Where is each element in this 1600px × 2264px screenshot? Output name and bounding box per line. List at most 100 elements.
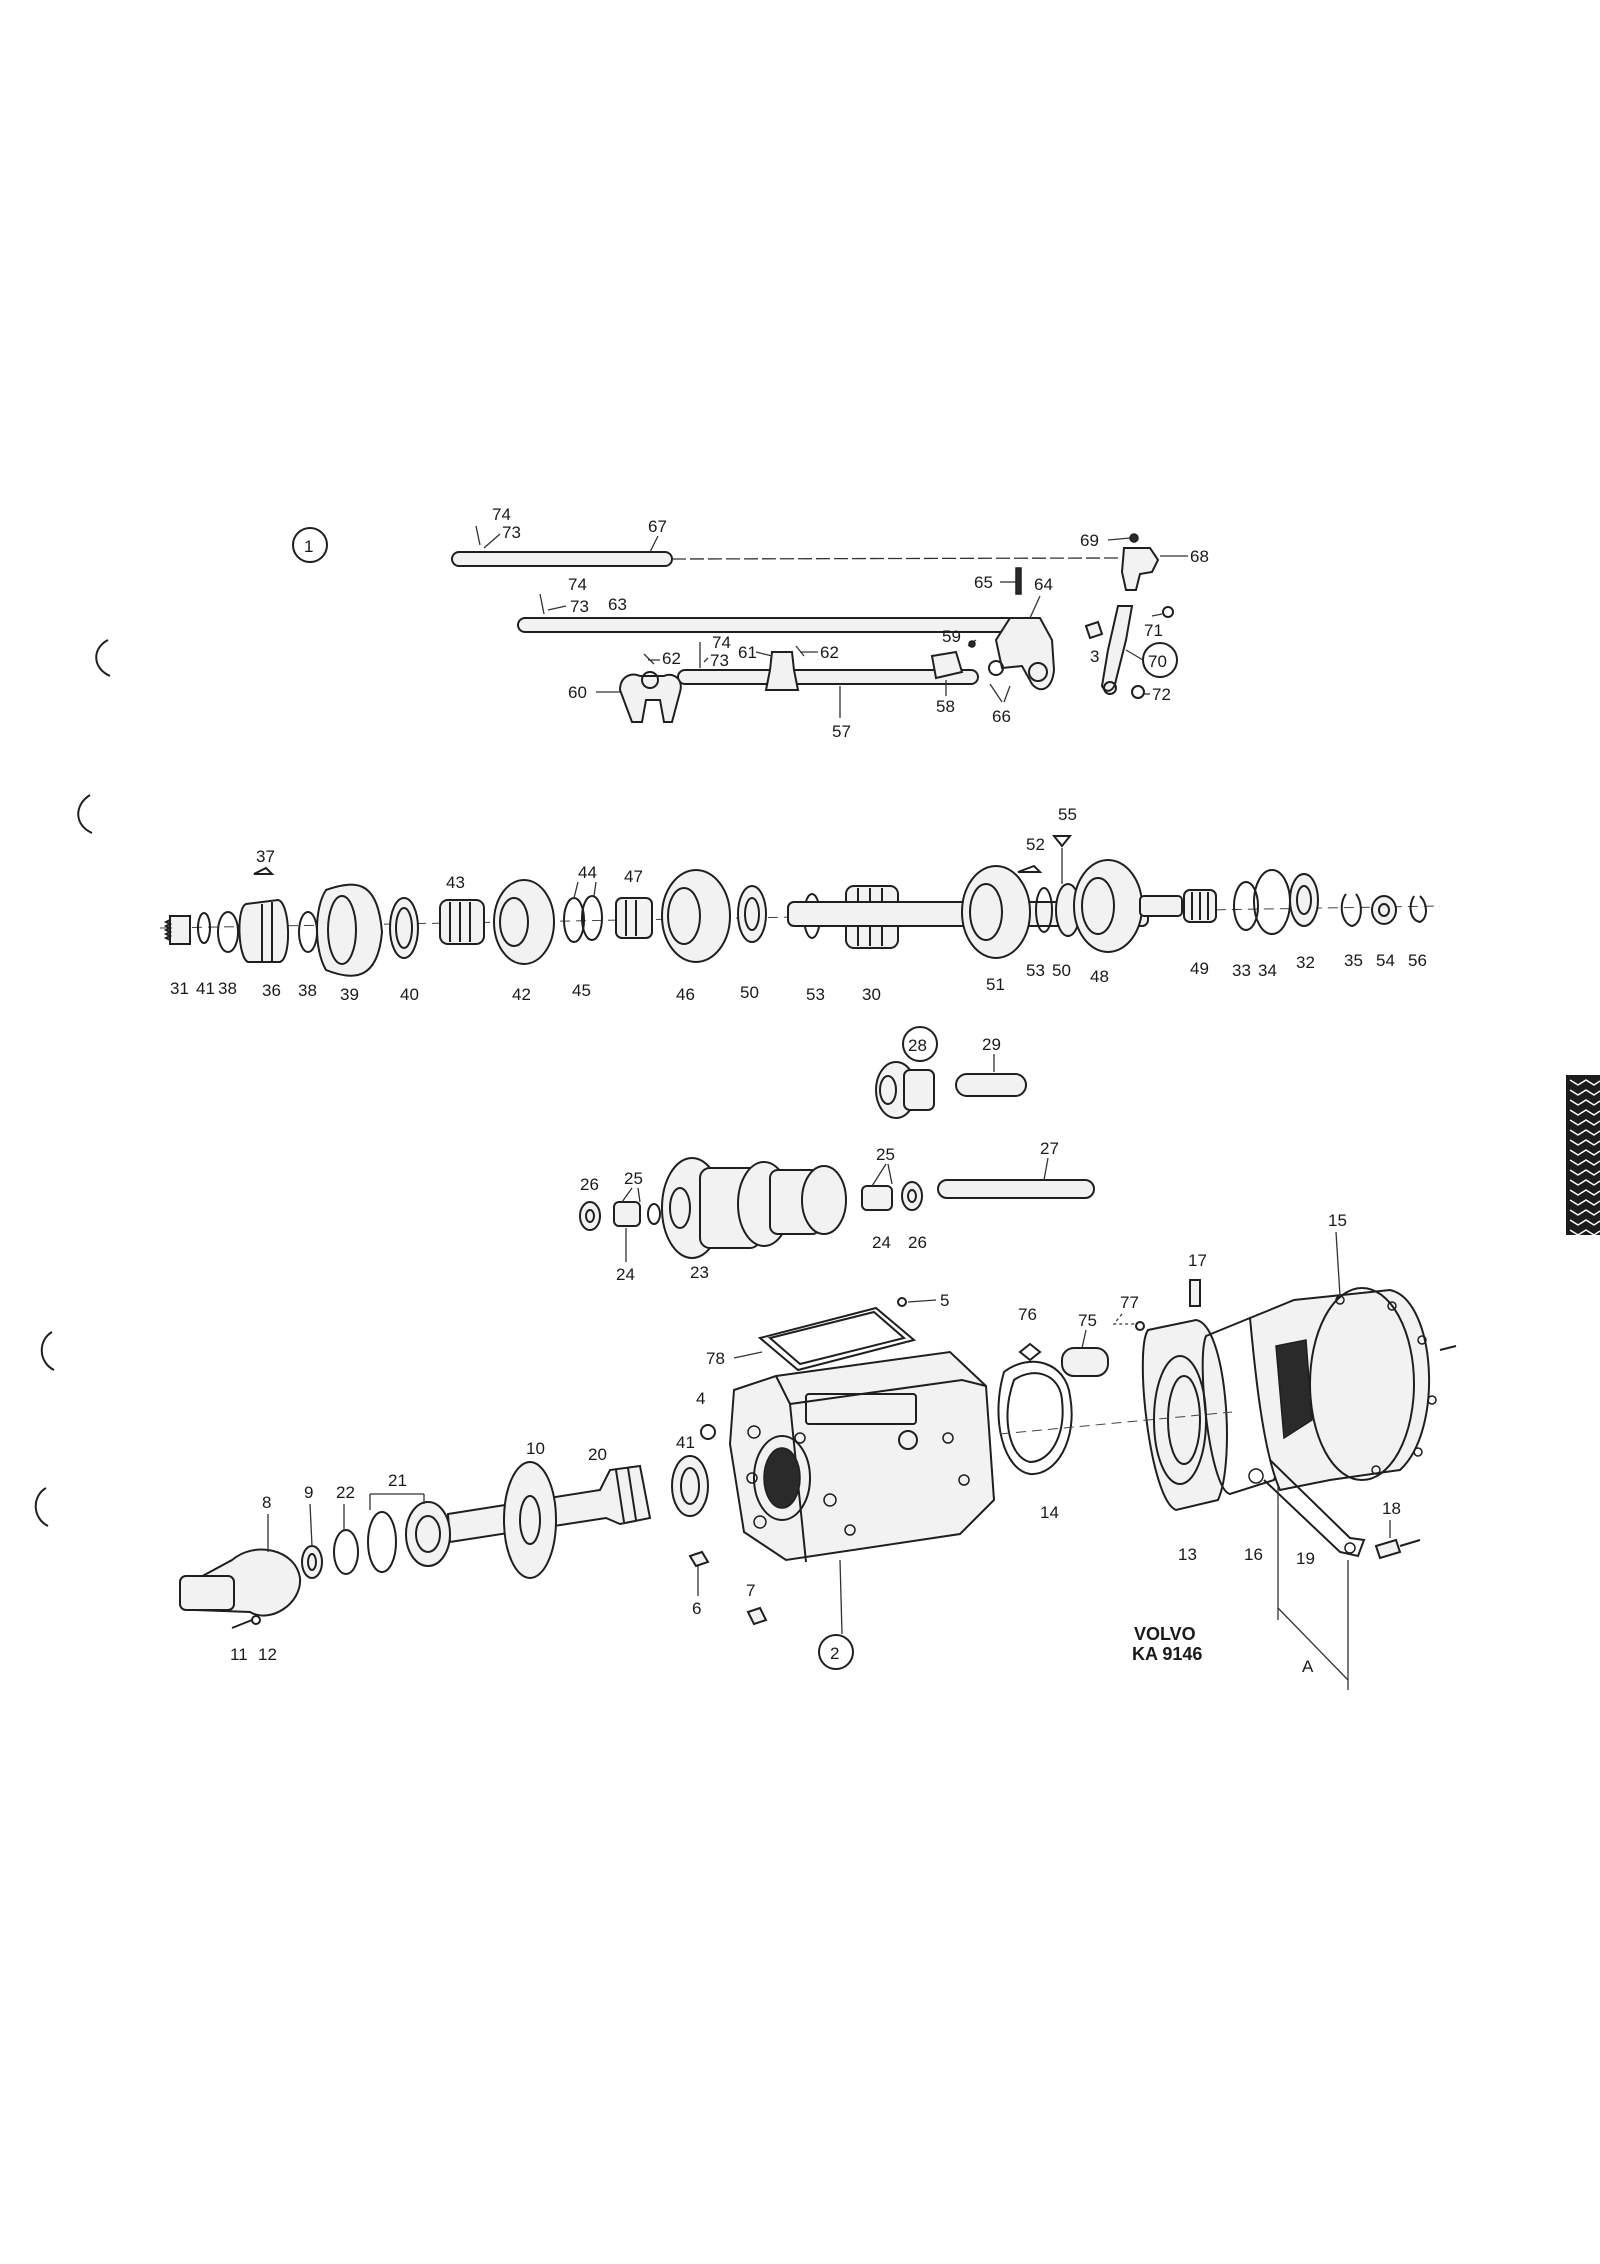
- label-36: 36: [262, 981, 281, 1000]
- plug-4: [700, 1424, 716, 1440]
- label-25b: 25: [876, 1145, 895, 1164]
- label-8: 8: [262, 1493, 271, 1512]
- label-47: 47: [624, 867, 643, 886]
- label-20: 20: [588, 1445, 607, 1464]
- label-45: 45: [572, 981, 591, 1000]
- label-74a: 74: [492, 505, 511, 524]
- label-13: 13: [1178, 1545, 1197, 1564]
- label-31: 31: [170, 979, 189, 998]
- label-7: 7: [746, 1581, 755, 1600]
- callout-28-text: 28: [908, 1036, 927, 1055]
- label-29: 29: [982, 1035, 1001, 1054]
- part-75: [1061, 1347, 1109, 1377]
- label-9: 9: [304, 1483, 313, 1502]
- page-edge-tab: [1566, 1075, 1600, 1236]
- label-41b: 41: [676, 1433, 695, 1452]
- label-57: 57: [832, 722, 851, 741]
- part-44a: [563, 897, 585, 943]
- label-25a: 25: [624, 1169, 643, 1188]
- label-53a: 53: [806, 985, 825, 1004]
- label-71: 71: [1144, 621, 1163, 640]
- shift-rod-57: [677, 669, 979, 685]
- part-53b: [1035, 887, 1053, 933]
- adapter-15: [1248, 1288, 1431, 1492]
- part-43: [439, 899, 485, 945]
- tab-pattern-stroke: [1569, 1139, 1600, 1146]
- label-77: 77: [1120, 1293, 1139, 1312]
- countershaft-27: [937, 1179, 1095, 1199]
- label-21: 21: [388, 1471, 407, 1490]
- label-11: 11: [230, 1645, 248, 1664]
- label-30: 30: [862, 985, 881, 1004]
- label-18: 18: [1382, 1499, 1401, 1518]
- plug-6: [688, 1550, 710, 1568]
- tab-pattern-stroke: [1569, 1129, 1600, 1136]
- label-61: 61: [738, 643, 757, 662]
- label-63: 63: [608, 595, 627, 614]
- part-54: [1371, 895, 1397, 925]
- detent-ball-3: [1084, 620, 1104, 640]
- label-72: 72: [1152, 685, 1171, 704]
- label-66: 66: [992, 707, 1011, 726]
- reverse-shaft-29: [955, 1073, 1027, 1097]
- label-52: 52: [1026, 835, 1045, 854]
- label-24b: 24: [872, 1233, 891, 1252]
- shift-dog-61: [764, 651, 800, 691]
- callout-2-text: 2: [830, 1644, 839, 1663]
- callout-1-text: 1: [304, 537, 313, 556]
- label-68: 68: [1190, 547, 1209, 566]
- countershaft-assembly: 26 25 24 23 25 24 26 27: [579, 1139, 1095, 1284]
- tab-pattern-stroke: [1569, 1229, 1600, 1236]
- reference-code: KA 9146: [1132, 1644, 1202, 1664]
- housing-bore: [763, 1447, 801, 1509]
- label-38b: 38: [298, 981, 317, 1000]
- tab-pattern-stroke: [1569, 1159, 1600, 1166]
- label-49: 49: [1190, 959, 1209, 978]
- part-38b: [298, 911, 318, 953]
- part-50a: [737, 885, 767, 943]
- part-25a: [613, 1201, 641, 1227]
- part-37: [253, 866, 275, 875]
- mainshaft-assembly: 31 41 38 36 37 38 39 40 43 42: [159, 805, 1441, 1004]
- part-52: [1017, 864, 1043, 873]
- group-callout-1: [292, 527, 328, 563]
- part-41: [197, 912, 211, 944]
- part-38a: [217, 911, 239, 953]
- part-46: [661, 869, 731, 963]
- label-44: 44: [578, 863, 597, 882]
- tab-pattern-stroke: [1569, 1199, 1600, 1206]
- ring-22: [333, 1529, 359, 1575]
- part-40: [389, 897, 419, 959]
- label-55: 55: [1058, 805, 1077, 824]
- label-10: 10: [526, 1439, 545, 1458]
- tab-pattern-stroke: [1569, 1219, 1600, 1226]
- shift-fork-60: [618, 673, 682, 723]
- pin-65: [1015, 567, 1022, 595]
- tab-pattern-stroke: [1569, 1169, 1600, 1176]
- part-33: [1233, 881, 1259, 931]
- part-35: [1340, 893, 1362, 928]
- plug-7: [746, 1606, 768, 1626]
- label-16: 16: [1244, 1545, 1263, 1564]
- label-38a: 38: [218, 979, 237, 998]
- part-41b: [671, 1455, 709, 1517]
- part-26a: [579, 1201, 601, 1231]
- part-24b: [861, 1185, 893, 1211]
- binder-marks: [34, 639, 111, 1527]
- label-62b: 62: [820, 643, 839, 662]
- label-74b: 74: [568, 575, 587, 594]
- callout-70-text: 70: [1148, 652, 1167, 671]
- bracket-19: [1263, 1459, 1366, 1558]
- label-24a: 24: [616, 1265, 635, 1284]
- drawing-reference: VOLVO KA 9146: [1132, 1624, 1202, 1664]
- label-50b: 50: [1052, 961, 1071, 980]
- label-50a: 50: [740, 983, 759, 1002]
- part-48: [1073, 859, 1143, 953]
- part-34: [1253, 869, 1291, 935]
- label-65: 65: [974, 573, 993, 592]
- seal-9: [301, 1545, 323, 1579]
- tab-pattern-stroke: [1569, 1209, 1600, 1216]
- plug-5: [897, 1297, 907, 1307]
- tab-pattern-stroke: [1569, 1119, 1600, 1126]
